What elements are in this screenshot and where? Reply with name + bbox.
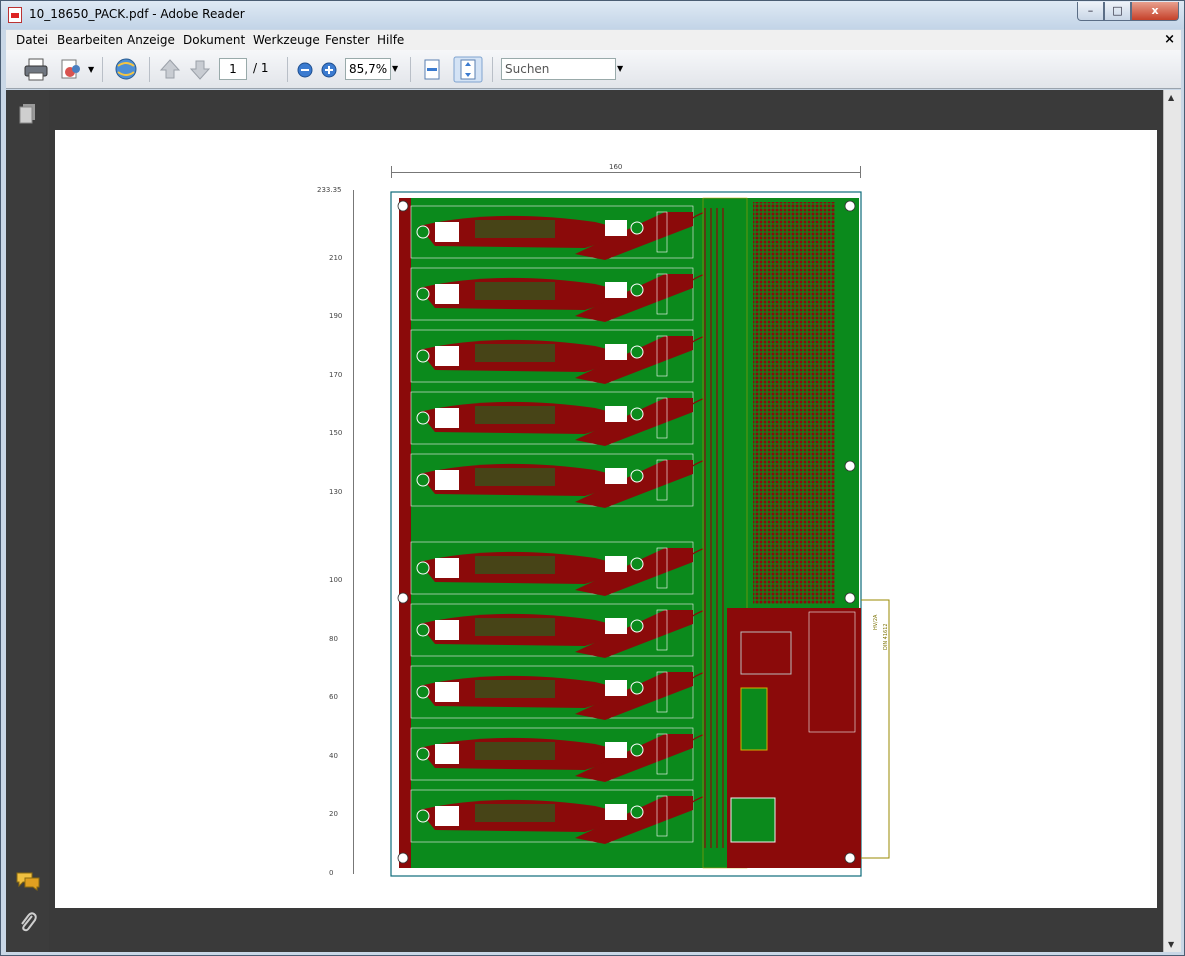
menu-werkzeuge[interactable]: Werkzeuge bbox=[253, 33, 320, 47]
cell-module bbox=[410, 665, 694, 720]
attachment-icon[interactable] bbox=[17, 910, 39, 934]
search-input[interactable]: Suchen bbox=[501, 58, 616, 80]
title-bar[interactable]: 10_18650_PACK.pdf - Adobe Reader – □ x bbox=[1, 1, 1184, 29]
pdf-page: 160 233.35 210 190 170 150 130 100 80 60… bbox=[55, 130, 1157, 908]
zoom-in-icon[interactable] bbox=[319, 56, 339, 83]
menu-anzeige[interactable]: Anzeige bbox=[127, 33, 175, 47]
y-label: 210 bbox=[329, 254, 343, 262]
page-total: / 1 bbox=[253, 61, 269, 75]
print-icon[interactable] bbox=[23, 56, 49, 83]
connector-label-hv: HV/2A bbox=[873, 614, 879, 630]
top-dimension-line bbox=[391, 172, 861, 173]
left-dimension-line bbox=[353, 190, 354, 874]
top-left-dimension-label: 233.35 bbox=[317, 186, 342, 194]
connector-label-din: DIN 41612 bbox=[883, 623, 889, 650]
document-close-icon[interactable]: × bbox=[1164, 32, 1175, 47]
dimension-tick bbox=[391, 166, 392, 178]
page-number-input[interactable]: 1 bbox=[219, 58, 247, 80]
toolbar-separator bbox=[149, 57, 150, 82]
toolbar-separator bbox=[410, 57, 411, 82]
pcb-drawing bbox=[390, 191, 890, 877]
menu-hilfe[interactable]: Hilfe bbox=[377, 33, 405, 47]
y-label: 60 bbox=[329, 693, 338, 701]
y-label: 150 bbox=[329, 429, 343, 437]
arrow-down-icon[interactable] bbox=[188, 56, 212, 83]
chevron-down-icon[interactable]: ▼ bbox=[617, 64, 624, 73]
pdf-file-icon bbox=[8, 7, 22, 23]
y-label: 130 bbox=[329, 488, 343, 496]
y-label: 40 bbox=[329, 752, 338, 760]
cell-module bbox=[410, 727, 694, 782]
cell-module bbox=[410, 453, 694, 508]
comments-icon[interactable] bbox=[15, 870, 41, 892]
scroll-down-icon[interactable]: ▼ bbox=[1168, 940, 1175, 949]
arrow-up-icon[interactable] bbox=[158, 56, 182, 83]
cell-module bbox=[410, 205, 694, 260]
cell-module bbox=[410, 329, 694, 384]
zoom-out-icon[interactable] bbox=[295, 56, 315, 83]
cell-module bbox=[410, 267, 694, 322]
toolbar: ▼ 1 / 1 85,7% ▼ bbox=[6, 50, 1181, 89]
toolbar-separator bbox=[102, 57, 103, 82]
chevron-down-icon[interactable]: ▼ bbox=[88, 65, 95, 74]
y-label: 100 bbox=[329, 576, 343, 584]
dimension-tick bbox=[860, 166, 861, 178]
navigation-pane bbox=[6, 90, 49, 952]
window-title: 10_18650_PACK.pdf - Adobe Reader bbox=[29, 7, 245, 21]
menu-fenster[interactable]: Fenster bbox=[325, 33, 370, 47]
menu-datei[interactable]: Datei bbox=[16, 33, 49, 47]
cell-module bbox=[410, 391, 694, 446]
globe-share-icon[interactable] bbox=[112, 56, 140, 83]
menu-bar: Datei Bearbeiten Anzeige Dokument Werkze… bbox=[6, 30, 1181, 50]
chevron-down-icon[interactable]: ▼ bbox=[392, 64, 399, 73]
cell-module bbox=[410, 789, 694, 844]
vertical-scrollbar[interactable]: ▲ ▼ bbox=[1163, 90, 1181, 952]
scroll-up-icon[interactable]: ▲ bbox=[1168, 93, 1175, 102]
zoom-input[interactable]: 85,7% bbox=[345, 58, 391, 80]
menu-bearbeiten[interactable]: Bearbeiten bbox=[57, 33, 123, 47]
y-label: 190 bbox=[329, 312, 343, 320]
y-label: 20 bbox=[329, 810, 338, 818]
cell-module bbox=[410, 541, 694, 596]
maximize-button[interactable]: □ bbox=[1104, 2, 1131, 21]
top-dimension-label: 160 bbox=[609, 163, 623, 171]
y-label: 0 bbox=[329, 869, 334, 877]
fit-page-icon[interactable] bbox=[453, 56, 483, 83]
cell-module bbox=[410, 603, 694, 658]
collaborate-icon[interactable] bbox=[58, 56, 84, 83]
menu-dokument[interactable]: Dokument bbox=[183, 33, 246, 47]
y-label: 80 bbox=[329, 635, 338, 643]
close-button[interactable]: x bbox=[1131, 2, 1179, 21]
pages-icon[interactable] bbox=[17, 102, 39, 126]
toolbar-separator bbox=[287, 57, 288, 82]
minimize-button[interactable]: – bbox=[1077, 2, 1104, 21]
scroll-mode-icon[interactable] bbox=[420, 56, 444, 83]
toolbar-separator bbox=[492, 57, 493, 82]
y-label: 170 bbox=[329, 371, 343, 379]
